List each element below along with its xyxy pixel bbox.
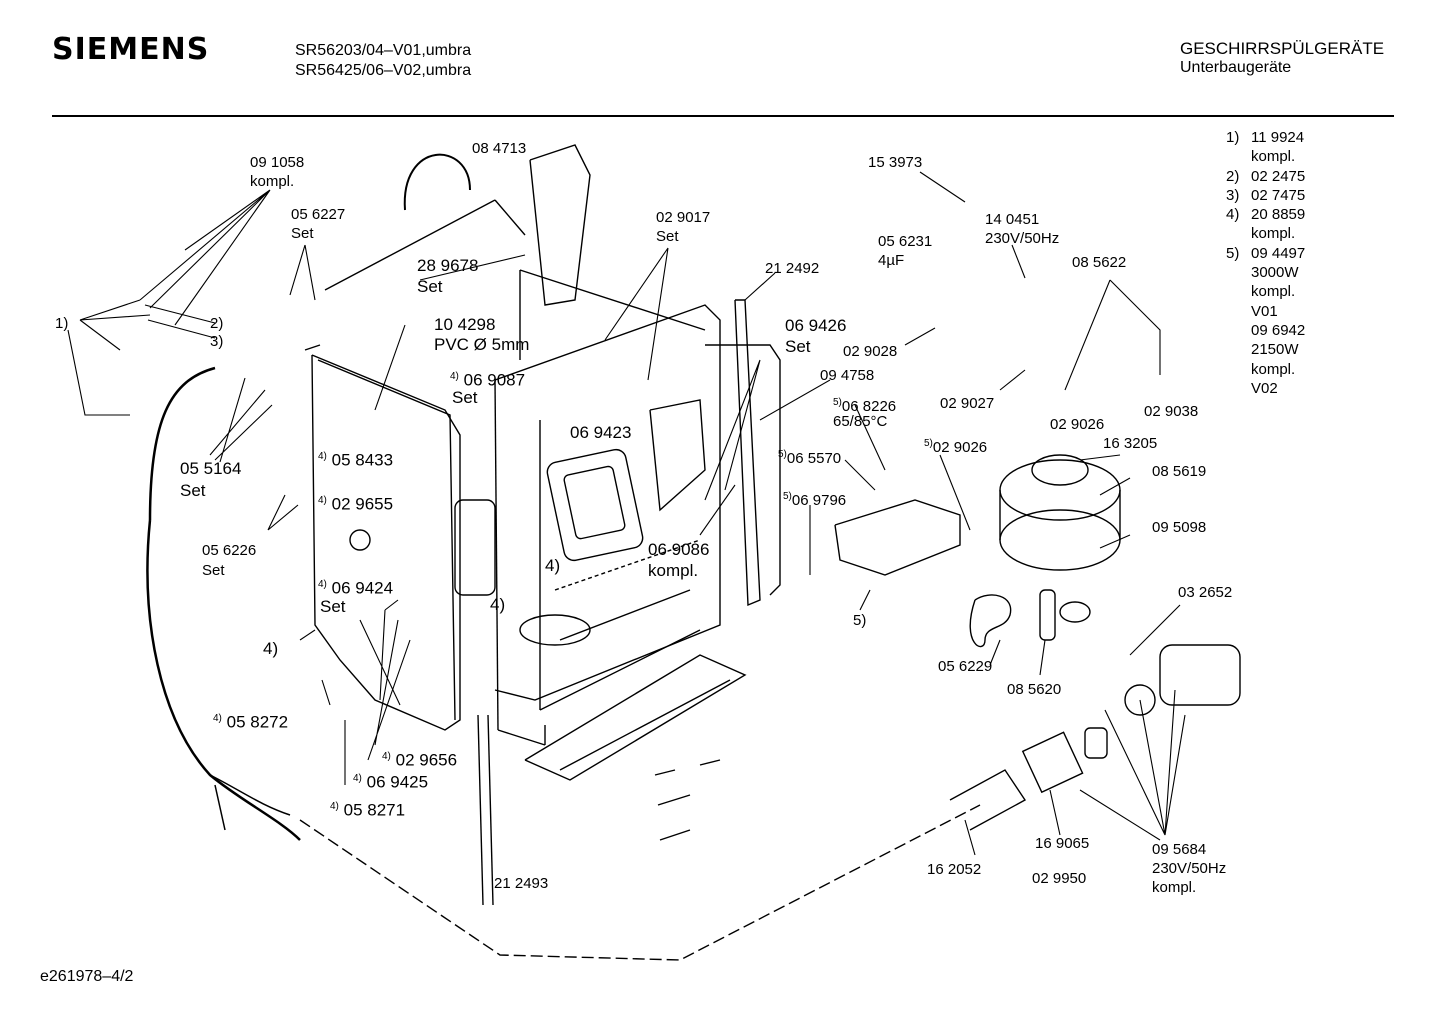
part-label: 21 2493	[494, 875, 549, 892]
part-label: kompl.	[1152, 879, 1197, 896]
part-label: 4) 05 8272	[213, 712, 289, 732]
part-label: 5)06 9796	[783, 491, 847, 509]
model-number: SR56425/06–V02,umbra	[295, 62, 472, 79]
part-label: 05 6226	[202, 542, 257, 559]
part-label: 02 9028	[843, 343, 898, 360]
part-label: 02 9950	[1032, 870, 1087, 887]
part-label: 21 2492	[765, 260, 820, 277]
door-panel	[304, 344, 461, 731]
part-label: kompl.	[648, 561, 699, 580]
part-label: 4) 06 9087	[450, 370, 526, 390]
ref-label: 3)	[210, 333, 224, 350]
part-label: 03 2652	[1178, 584, 1233, 601]
part-label: 02 9017	[656, 209, 711, 226]
part-label: 09 5684	[1152, 841, 1207, 858]
part-label: Set	[202, 562, 225, 579]
part-label: 4) 05 8271	[330, 800, 406, 820]
ref-label: 4)	[490, 595, 506, 614]
part-label: 5)06 8226	[833, 397, 897, 415]
part-label: 05 6229	[938, 658, 993, 675]
footnote-item: 3)02 7475	[1226, 186, 1306, 204]
part-label: 06 9086	[648, 540, 710, 559]
footnote-item: 09 6942	[1251, 321, 1306, 339]
part-label: Set	[320, 597, 346, 616]
siemens-logo: SIEMENS	[52, 32, 210, 67]
footnote-item: kompl.	[1251, 148, 1296, 166]
footnote-item: kompl.	[1251, 225, 1296, 243]
footnote-item: kompl.	[1251, 360, 1296, 378]
part-label: 4) 05 8433	[318, 450, 394, 470]
part-label: Set	[291, 225, 314, 242]
part-label: Set	[656, 228, 679, 245]
footnote-item: 1)11 9924	[1226, 129, 1305, 146]
footnote-item: V02	[1251, 379, 1278, 397]
part-label: Set	[180, 481, 206, 500]
part-label: 4) 02 9655	[318, 494, 394, 514]
ref-label: 4)	[545, 556, 561, 575]
part-label: 05 6231	[878, 233, 933, 250]
part-label: 4) 06 9425	[353, 772, 429, 792]
part-label: 230V/50Hz	[1152, 860, 1227, 877]
tub-body	[324, 199, 721, 746]
part-label: Set	[452, 388, 478, 407]
part-label: PVC Ø 5mm	[434, 335, 530, 354]
ref-label: 1)	[55, 315, 69, 332]
part-label: 14 0451	[985, 211, 1040, 228]
part-label: kompl.	[250, 173, 295, 190]
part-label: 4) 02 9656	[382, 750, 458, 770]
model-number: SR56203/04–V01,umbra	[295, 42, 472, 59]
footnote-item: V01	[1251, 302, 1278, 320]
header-divider	[52, 115, 1394, 117]
part-label: Set	[417, 277, 443, 296]
part-label: 09 4758	[820, 367, 875, 384]
part-label: 08 5620	[1007, 681, 1062, 698]
part-label: 08 4713	[472, 140, 527, 157]
part-label: 05 6227	[291, 206, 346, 223]
footnote-item: 2)02 2475	[1226, 167, 1306, 185]
part-label: 28 9678	[417, 256, 479, 275]
ref-label: 2)	[210, 315, 224, 332]
ref-label: 4)	[263, 639, 279, 658]
part-label: 08 5619	[1152, 463, 1207, 480]
part-label: 16 2052	[927, 861, 982, 878]
part-label: 16 3205	[1103, 435, 1158, 452]
footnote-item: 5)09 4497	[1226, 244, 1306, 262]
part-label: 230V/50Hz	[985, 230, 1060, 247]
part-label: 02 9027	[940, 395, 995, 412]
category-title: GESCHIRRSPÜLGERÄTE	[1180, 39, 1385, 58]
leader-lines	[67, 171, 1186, 856]
part-label: Set	[785, 337, 811, 356]
part-label: 06 9426	[785, 316, 847, 335]
footnote-item: 4)20 8859	[1226, 206, 1306, 224]
part-label: 4) 06 9424	[318, 578, 394, 598]
drawing-code: e261978–4/2	[40, 968, 134, 985]
part-label: 16 9065	[1035, 835, 1090, 852]
part-label: 5)02 9026	[924, 438, 988, 456]
part-label: 15 3973	[868, 154, 923, 171]
category-subtitle: Unterbaugeräte	[1180, 59, 1292, 76]
part-label: 65/85°C	[833, 413, 888, 430]
part-label: 06 9423	[570, 423, 632, 442]
part-label: 09 1058	[250, 154, 305, 171]
footnotes-list: 1)11 9924 kompl. 2)02 2475 3)02 7475 4)2…	[1226, 128, 1305, 398]
footnote-item: kompl.	[1251, 283, 1296, 301]
part-label: 09 5098	[1152, 519, 1207, 536]
part-label: 02 9026	[1050, 416, 1105, 433]
footnote-item: 3000W	[1251, 264, 1299, 282]
part-label: 4µF	[878, 252, 905, 269]
part-label: 5)06 5570	[778, 449, 842, 467]
part-label: 05 5164	[180, 459, 242, 478]
ref-label: 5)	[853, 612, 867, 629]
part-label: 08 5622	[1072, 254, 1127, 271]
footnote-item: 2150W	[1251, 341, 1299, 359]
part-label: 10 4298	[434, 315, 496, 334]
part-label: 02 9038	[1144, 403, 1199, 420]
